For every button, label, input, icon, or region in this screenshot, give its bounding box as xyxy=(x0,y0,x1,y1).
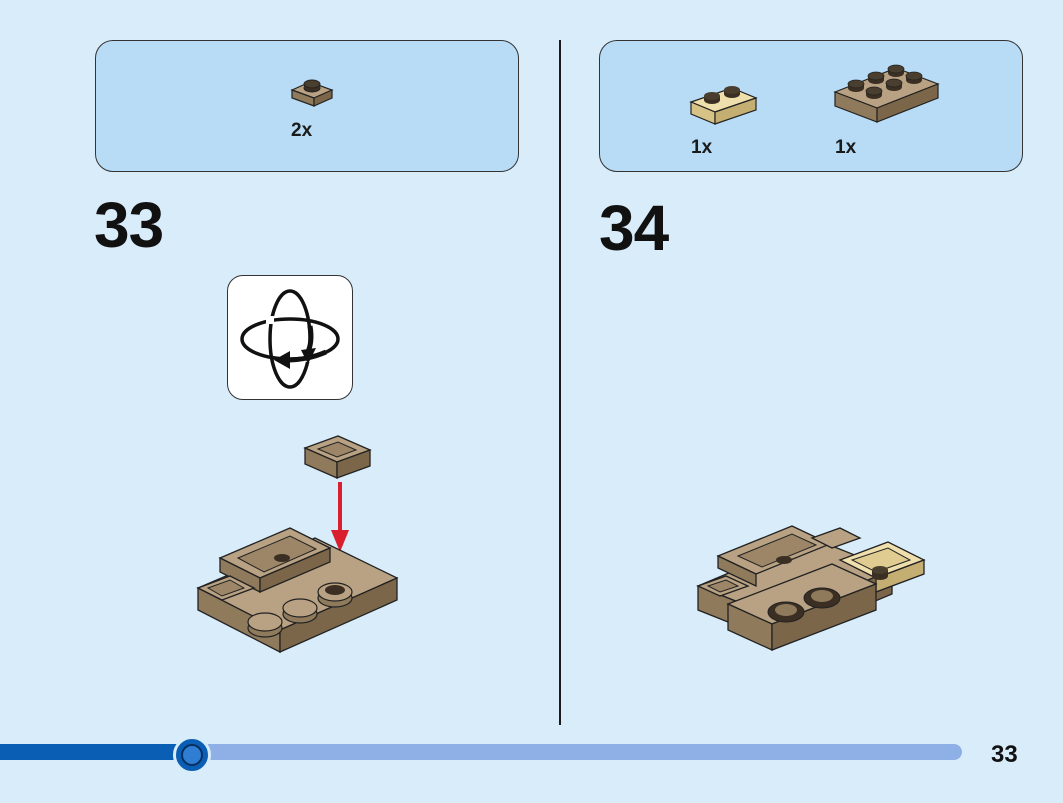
progress-knob xyxy=(173,736,211,774)
falling-plate-1x1 xyxy=(303,435,372,479)
rotate-model-icon xyxy=(240,289,340,389)
step-33-assembly-illustration xyxy=(196,435,399,654)
progress-bar-fill xyxy=(0,744,192,760)
plate-2x3-dark-tan-icon xyxy=(833,64,940,123)
step-34-assembly-illustration xyxy=(696,525,926,652)
step-number: 33 xyxy=(94,189,164,261)
step-number: 34 xyxy=(599,192,669,264)
parts-callout-step-34 xyxy=(599,40,1023,172)
part-quantity: 1x xyxy=(835,137,857,158)
page-number: 33 xyxy=(991,741,1018,768)
plate-1x1-dark-tan-icon xyxy=(290,79,334,107)
rotate-callout xyxy=(227,275,353,400)
step-divider xyxy=(559,40,561,725)
part-quantity: 2x xyxy=(291,120,313,141)
parts-callout-step-33 xyxy=(95,40,519,172)
part-quantity: 1x xyxy=(691,137,713,158)
progress-bar xyxy=(0,744,962,760)
plate-1x2-tan-icon xyxy=(689,86,758,125)
